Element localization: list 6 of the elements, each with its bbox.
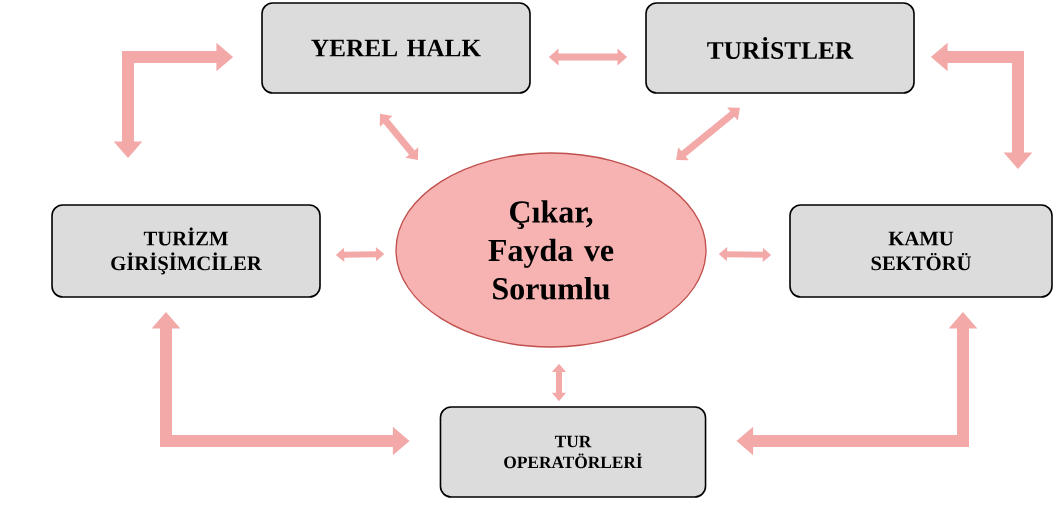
rounded-box: KAMU SEKTÖRÜ [789,204,1053,298]
block-arrow [676,107,740,161]
rounded-box: YEREL HALK [261,2,531,94]
rounded-box: TURİSTLER [645,2,915,94]
rounded-box: TUR OPERATÖRLERİ [439,406,707,498]
rounded-box: TURİZM GİRİŞİMCİLER [51,204,321,298]
